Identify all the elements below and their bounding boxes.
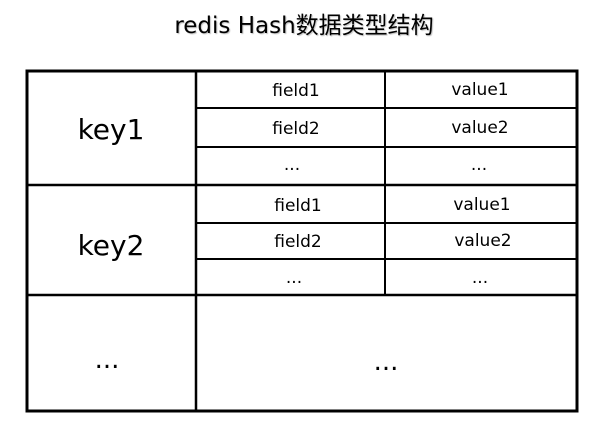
- diagram-title: redis Hash数据类型结构: [174, 13, 434, 39]
- value-ellipsis: ...: [471, 155, 487, 175]
- value-cell: value2: [454, 231, 511, 251]
- value-ellipsis: ...: [472, 268, 488, 288]
- value-cell: value1: [453, 195, 510, 215]
- table-grid-lines: [25, 69, 579, 413]
- field-cell: field2: [274, 232, 322, 252]
- value-cell: value1: [451, 80, 508, 100]
- more-content-ellipsis: ...: [374, 347, 399, 377]
- table-outer-border: [25, 69, 579, 413]
- field-cell: field1: [272, 81, 320, 101]
- more-keys-ellipsis: ...: [95, 345, 120, 375]
- value-cell: value2: [451, 118, 508, 138]
- field-ellipsis: ...: [286, 268, 302, 288]
- field-ellipsis: ...: [284, 155, 300, 175]
- key-label-1: key1: [78, 113, 145, 146]
- field-cell: field1: [274, 196, 322, 216]
- field-cell: field2: [272, 119, 320, 139]
- key-label-2: key2: [78, 229, 145, 262]
